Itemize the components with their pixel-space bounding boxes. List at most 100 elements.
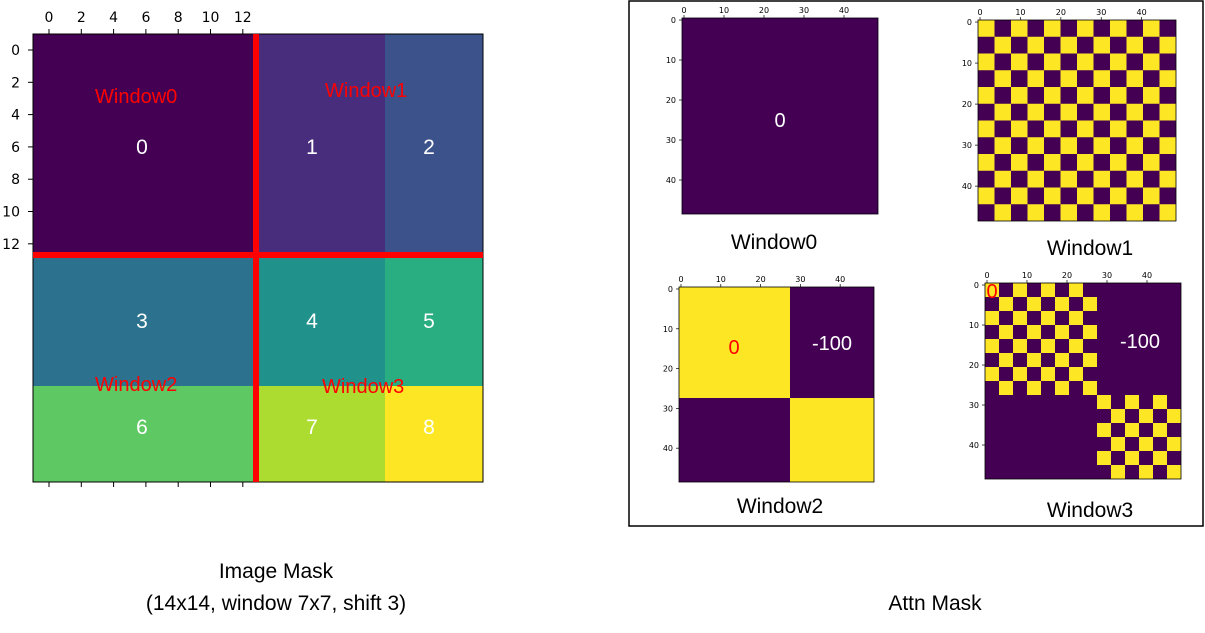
panel1-cell bbox=[978, 87, 995, 104]
panel1-cell bbox=[1110, 120, 1127, 138]
y-tick-label: 2 bbox=[11, 75, 20, 91]
panel3-cell bbox=[1013, 311, 1027, 325]
panel3-cell bbox=[1139, 409, 1153, 423]
panel3-cell bbox=[1013, 283, 1027, 297]
x-tick-label: 2 bbox=[77, 10, 86, 26]
panel1-cell bbox=[994, 103, 1011, 121]
panel3-title: Window3 bbox=[1047, 499, 1133, 522]
y-tick-label: 6 bbox=[11, 140, 20, 156]
panel3-cell bbox=[1013, 367, 1027, 381]
panel1-cell bbox=[994, 170, 1011, 188]
panel3-cell bbox=[1055, 297, 1069, 311]
panel-y-tick-label: 0 bbox=[967, 18, 972, 27]
panel1-cell bbox=[1159, 170, 1176, 188]
panel-x-tick-label: 30 bbox=[1102, 271, 1112, 280]
panel-x-tick-label: 0 bbox=[681, 6, 686, 15]
panel1-cell bbox=[994, 137, 1011, 154]
region-label-8: 8 bbox=[423, 416, 435, 439]
region-2 bbox=[385, 34, 483, 255]
panel-y-tick-label: 10 bbox=[666, 56, 676, 65]
panel-window0: 0 Window0 bbox=[681, 17, 879, 254]
panel-y-tick-label: 0 bbox=[671, 16, 676, 25]
x-tick-label: 4 bbox=[109, 10, 118, 26]
panel1-cell bbox=[1143, 20, 1160, 37]
panel1-cell bbox=[1077, 154, 1094, 171]
region-6 bbox=[33, 386, 254, 482]
panel-y-tick-label: 0 bbox=[974, 281, 979, 290]
panel3-cell bbox=[1125, 395, 1139, 409]
panel3-cell bbox=[1097, 451, 1111, 465]
region-0 bbox=[33, 34, 254, 255]
panel-window2: 0 -100 Window2 bbox=[678, 286, 875, 518]
panel1-cell bbox=[1011, 87, 1028, 104]
panel-y-tick-label: 40 bbox=[663, 444, 673, 453]
panel3-cell bbox=[1055, 325, 1069, 339]
x-tick-label: 6 bbox=[141, 10, 150, 26]
panel3-cell bbox=[1125, 451, 1139, 465]
panel-y-tick-label: 10 bbox=[663, 325, 673, 334]
window-label-3: Window3 bbox=[322, 376, 404, 398]
panel-y-tick-label: 40 bbox=[666, 176, 676, 185]
panel3-cell bbox=[1097, 423, 1111, 437]
panel-y-tick-label: 10 bbox=[962, 59, 972, 68]
panel3-cell bbox=[1167, 437, 1181, 451]
panel3-cell bbox=[1083, 381, 1097, 395]
panel1-cell bbox=[1060, 170, 1077, 188]
panel1-cell bbox=[1126, 103, 1143, 121]
panel1-cell bbox=[978, 53, 995, 71]
panel3-cell bbox=[1027, 297, 1041, 311]
panel1-cell bbox=[1077, 120, 1094, 138]
panel3-cell bbox=[1069, 339, 1083, 353]
panel-y-tick-label: 20 bbox=[969, 361, 979, 370]
panel-y-tick-label: 40 bbox=[962, 182, 972, 191]
x-tick-label: 12 bbox=[234, 10, 252, 26]
panel1-cell bbox=[1159, 103, 1176, 121]
panel1-cell bbox=[1159, 137, 1176, 154]
region-8 bbox=[385, 386, 483, 482]
panel-tick-labels: 0010102020303040400010102020303040400010… bbox=[663, 6, 1152, 453]
panel-x-tick-label: 40 bbox=[835, 275, 845, 284]
window-label-2: Window2 bbox=[95, 374, 177, 396]
panel3-zero-label: 0 bbox=[986, 281, 997, 303]
panel1-cell bbox=[1044, 53, 1061, 71]
panel3-cell bbox=[1069, 367, 1083, 381]
panel3-cell bbox=[1139, 437, 1153, 451]
region-3 bbox=[33, 255, 254, 386]
panel1-frame bbox=[977, 19, 1177, 222]
panel1-cell bbox=[1143, 53, 1160, 71]
panel-y-tick-label: 20 bbox=[666, 96, 676, 105]
panel-x-tick-label: 40 bbox=[1137, 8, 1147, 17]
panel3-cell bbox=[985, 311, 999, 325]
panel1-cell bbox=[1011, 154, 1028, 171]
panel1-cell bbox=[1060, 137, 1077, 154]
panel1-cell bbox=[1011, 53, 1028, 71]
panel-y-tick-label: 30 bbox=[962, 141, 972, 150]
panel1-cell bbox=[1027, 103, 1044, 121]
panel3-cell bbox=[1111, 409, 1125, 423]
panel3-cell bbox=[1153, 451, 1167, 465]
panel-y-tick-label: 0 bbox=[668, 285, 673, 294]
panel1-cell bbox=[1126, 204, 1143, 221]
region-7 bbox=[254, 386, 385, 482]
window-label-0: Window0 bbox=[95, 86, 177, 108]
panel1-cell bbox=[1093, 36, 1110, 54]
panel-x-tick-label: 10 bbox=[719, 6, 729, 15]
panel3-cell bbox=[1083, 297, 1097, 311]
panel1-cell bbox=[1044, 154, 1061, 171]
panel-x-tick-label: 30 bbox=[795, 275, 805, 284]
panel-x-tick-label: 20 bbox=[1056, 8, 1066, 17]
panel3-cell bbox=[1041, 339, 1055, 353]
panel2-zero-label: 0 bbox=[728, 337, 739, 359]
panel1-cell bbox=[1011, 187, 1028, 205]
panel-window1: Window1 bbox=[977, 19, 1177, 260]
panel3-cell bbox=[1083, 353, 1097, 367]
panel1-title: Window1 bbox=[1047, 237, 1133, 260]
panel-x-tick-label: 20 bbox=[1062, 271, 1072, 280]
panel-y-tick-label: 20 bbox=[663, 365, 673, 374]
panel-x-tick-label: 40 bbox=[839, 6, 849, 15]
panel3-cell bbox=[1069, 283, 1083, 297]
panel1-cell bbox=[1159, 36, 1176, 54]
panel3-cell bbox=[1125, 423, 1139, 437]
panel2-title: Window2 bbox=[737, 495, 823, 518]
